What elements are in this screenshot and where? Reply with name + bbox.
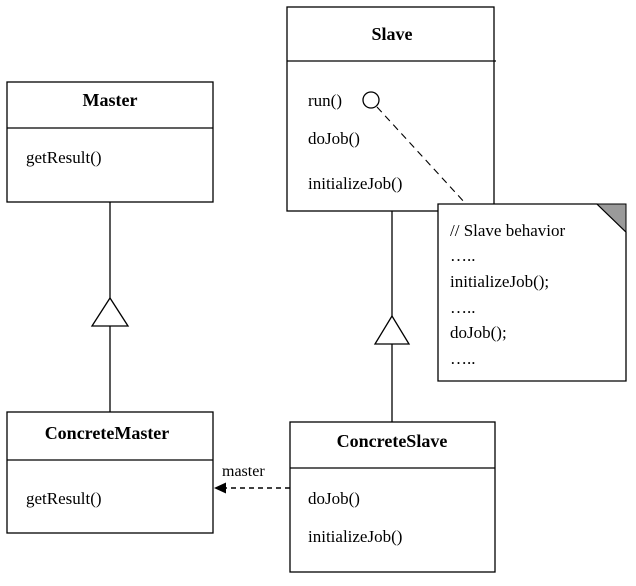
class-concrete-slave-name: ConcreteSlave [337,431,448,451]
note-line: ….. [450,246,476,265]
note-line: ….. [450,298,476,317]
note-line: doJob(); [450,323,507,342]
inheritance-slave [373,211,411,422]
note-fold-corner-icon [595,203,627,234]
class-master-name: Master [83,90,138,110]
class-slave-box [286,6,495,212]
note-line: ….. [450,349,476,368]
class-master-method: getResult() [26,148,102,167]
interface-port-icon [362,91,380,109]
class-concrete-master-name: ConcreteMaster [45,423,170,443]
generalization-arrow-icon [373,314,411,345]
note-line: // Slave behavior [450,221,566,240]
class-concrete-master-method: getResult() [26,489,102,508]
class-slave-method: run() [308,91,342,110]
class-concrete-slave-method: initializeJob() [308,527,402,546]
arrow-head-icon [214,482,226,494]
class-master-box [6,81,214,203]
class-concrete-master-box [6,411,214,534]
class-slave[interactable]: Slave run() doJob() initializeJob() [286,6,496,212]
inheritance-master [90,202,130,412]
class-slave-method: initializeJob() [308,174,402,193]
note-connector [376,106,467,205]
class-concrete-slave-method: doJob() [308,489,360,508]
class-concrete-slave[interactable]: ConcreteSlave doJob() initializeJob() [289,421,496,573]
class-slave-name: Slave [371,24,412,44]
note-slave-behavior[interactable]: // Slave behavior ….. initializeJob(); …… [437,203,627,382]
association-label: master [222,463,265,480]
generalization-arrow-icon [90,296,130,327]
class-slave-method: doJob() [308,129,360,148]
dependency-master: master [214,463,290,494]
note-line: initializeJob(); [450,272,549,291]
class-master[interactable]: Master getResult() [6,81,214,203]
class-concrete-master[interactable]: ConcreteMaster getResult() [6,411,214,534]
class-concrete-slave-box [289,421,496,573]
note-box [437,203,627,382]
